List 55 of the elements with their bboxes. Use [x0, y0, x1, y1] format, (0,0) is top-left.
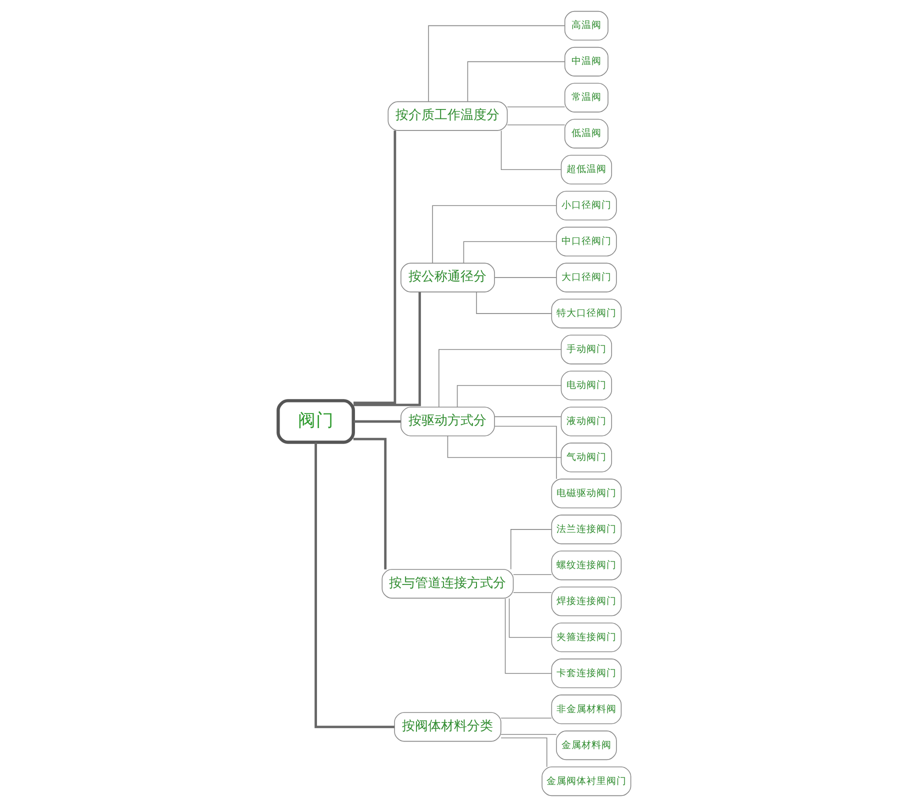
- node-box: 按公称通径分: [400, 262, 494, 292]
- connector: [504, 598, 552, 674]
- connector: [432, 205, 556, 264]
- connector: [476, 292, 552, 314]
- connector: [506, 124, 565, 126]
- connector: [466, 61, 565, 102]
- node-box: 阀门: [276, 399, 354, 444]
- node-box: 高温阀: [564, 10, 608, 40]
- node-box: 法兰连接阀门: [550, 514, 622, 544]
- node-box: 卡套连接阀门: [550, 658, 622, 688]
- node-box: 常温阀: [564, 82, 608, 112]
- connector: [462, 241, 556, 264]
- connector: [500, 718, 552, 719]
- connector: [314, 442, 394, 728]
- node-box: 低温阀: [564, 118, 608, 148]
- node-box: 按介质工作温度分: [387, 101, 508, 131]
- connector: [500, 737, 547, 768]
- connector: [512, 592, 552, 593]
- node-box: 电动阀门: [560, 370, 612, 400]
- connector: [494, 426, 556, 480]
- connector: [438, 349, 561, 408]
- connector: [500, 130, 561, 170]
- connector: [353, 420, 400, 423]
- connector: [446, 436, 561, 458]
- connector: [512, 574, 552, 575]
- node-box: 焊接连接阀门: [550, 586, 622, 616]
- connector: [456, 385, 562, 408]
- node-box: 小口径阀门: [556, 190, 616, 220]
- connector: [500, 734, 556, 735]
- node-box: 金属阀体衬里阀门: [541, 766, 631, 796]
- connector: [494, 416, 561, 418]
- node-box: 按阀体材料分类: [394, 712, 501, 742]
- node-box: 按驱动方式分: [400, 406, 494, 436]
- node-box: 金属材料阀: [556, 730, 616, 760]
- connector: [353, 292, 420, 406]
- node-box: 中口径阀门: [556, 226, 616, 256]
- node-box: 中温阀: [564, 46, 608, 76]
- connector: [353, 130, 396, 404]
- node-box: 超低温阀: [560, 154, 612, 184]
- node-box: 电磁驱动阀门: [550, 478, 622, 508]
- node-box: 夹箍连接阀门: [550, 622, 622, 652]
- connector: [428, 25, 565, 102]
- connector: [494, 277, 556, 278]
- connector: [508, 598, 552, 638]
- node-box: 特大口径阀门: [550, 298, 622, 328]
- connector: [506, 106, 565, 108]
- connector: [352, 438, 386, 570]
- node-box: 螺纹连接阀门: [550, 550, 622, 580]
- node-box: 手动阀门: [560, 334, 612, 364]
- node-box: 非金属材料阀: [550, 694, 622, 724]
- node-box: 按与管道连接方式分: [381, 569, 514, 599]
- node-box: 大口径阀门: [556, 262, 616, 292]
- node-box: 气动阀门: [560, 442, 612, 472]
- connector: [510, 529, 552, 570]
- node-box: 液动阀门: [560, 406, 612, 436]
